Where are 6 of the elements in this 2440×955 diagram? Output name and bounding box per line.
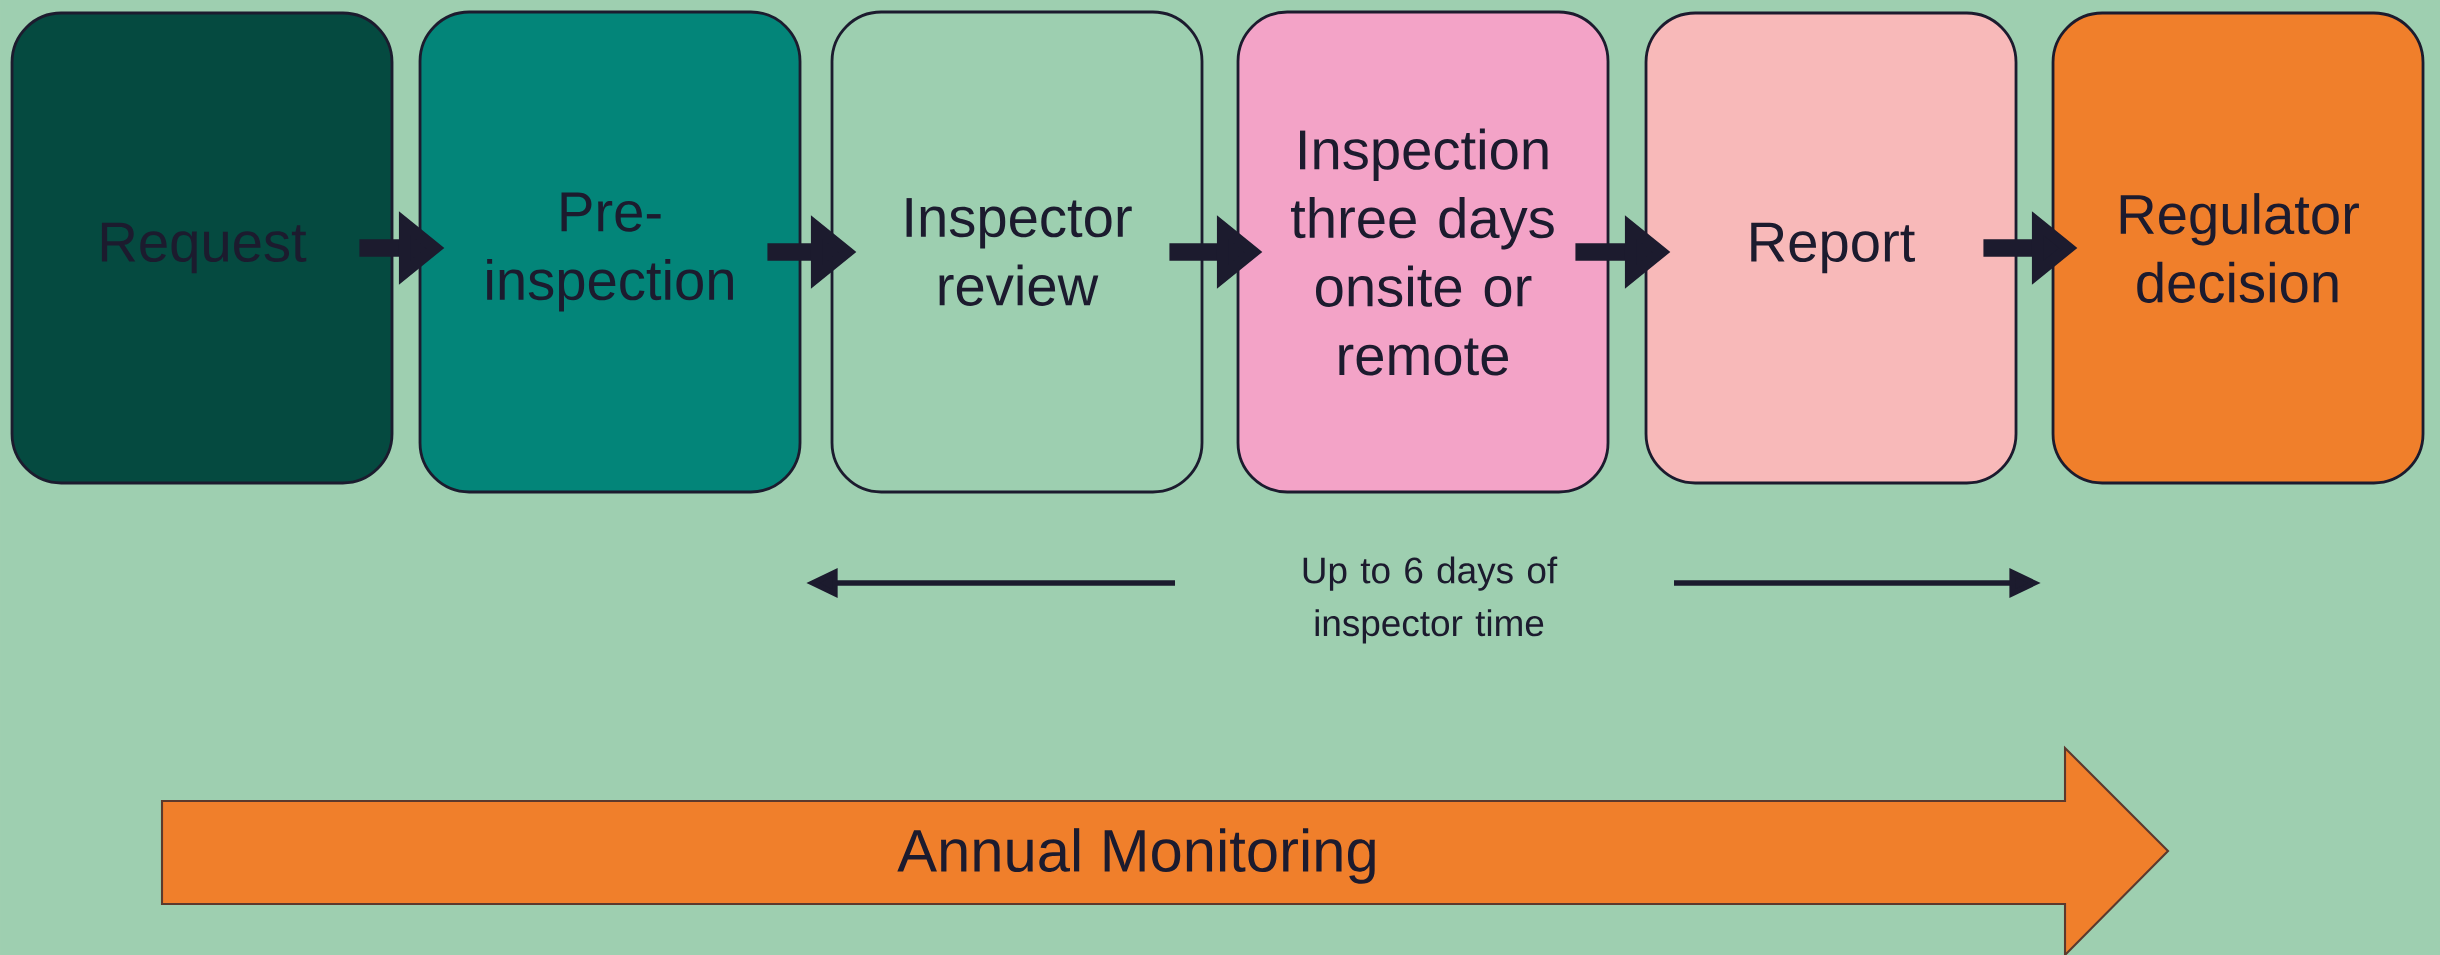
process-box: Report: [1644, 11, 2018, 485]
note-text: Up to 6 days of inspector time: [1303, 556, 1558, 644]
process-box: Pre-inspection: [418, 10, 802, 494]
process-box: Regulator decision: [2051, 11, 2425, 485]
process-box: Inspector review: [830, 10, 1204, 494]
process-box: Inspection three days onsite or remote: [1236, 10, 1610, 494]
